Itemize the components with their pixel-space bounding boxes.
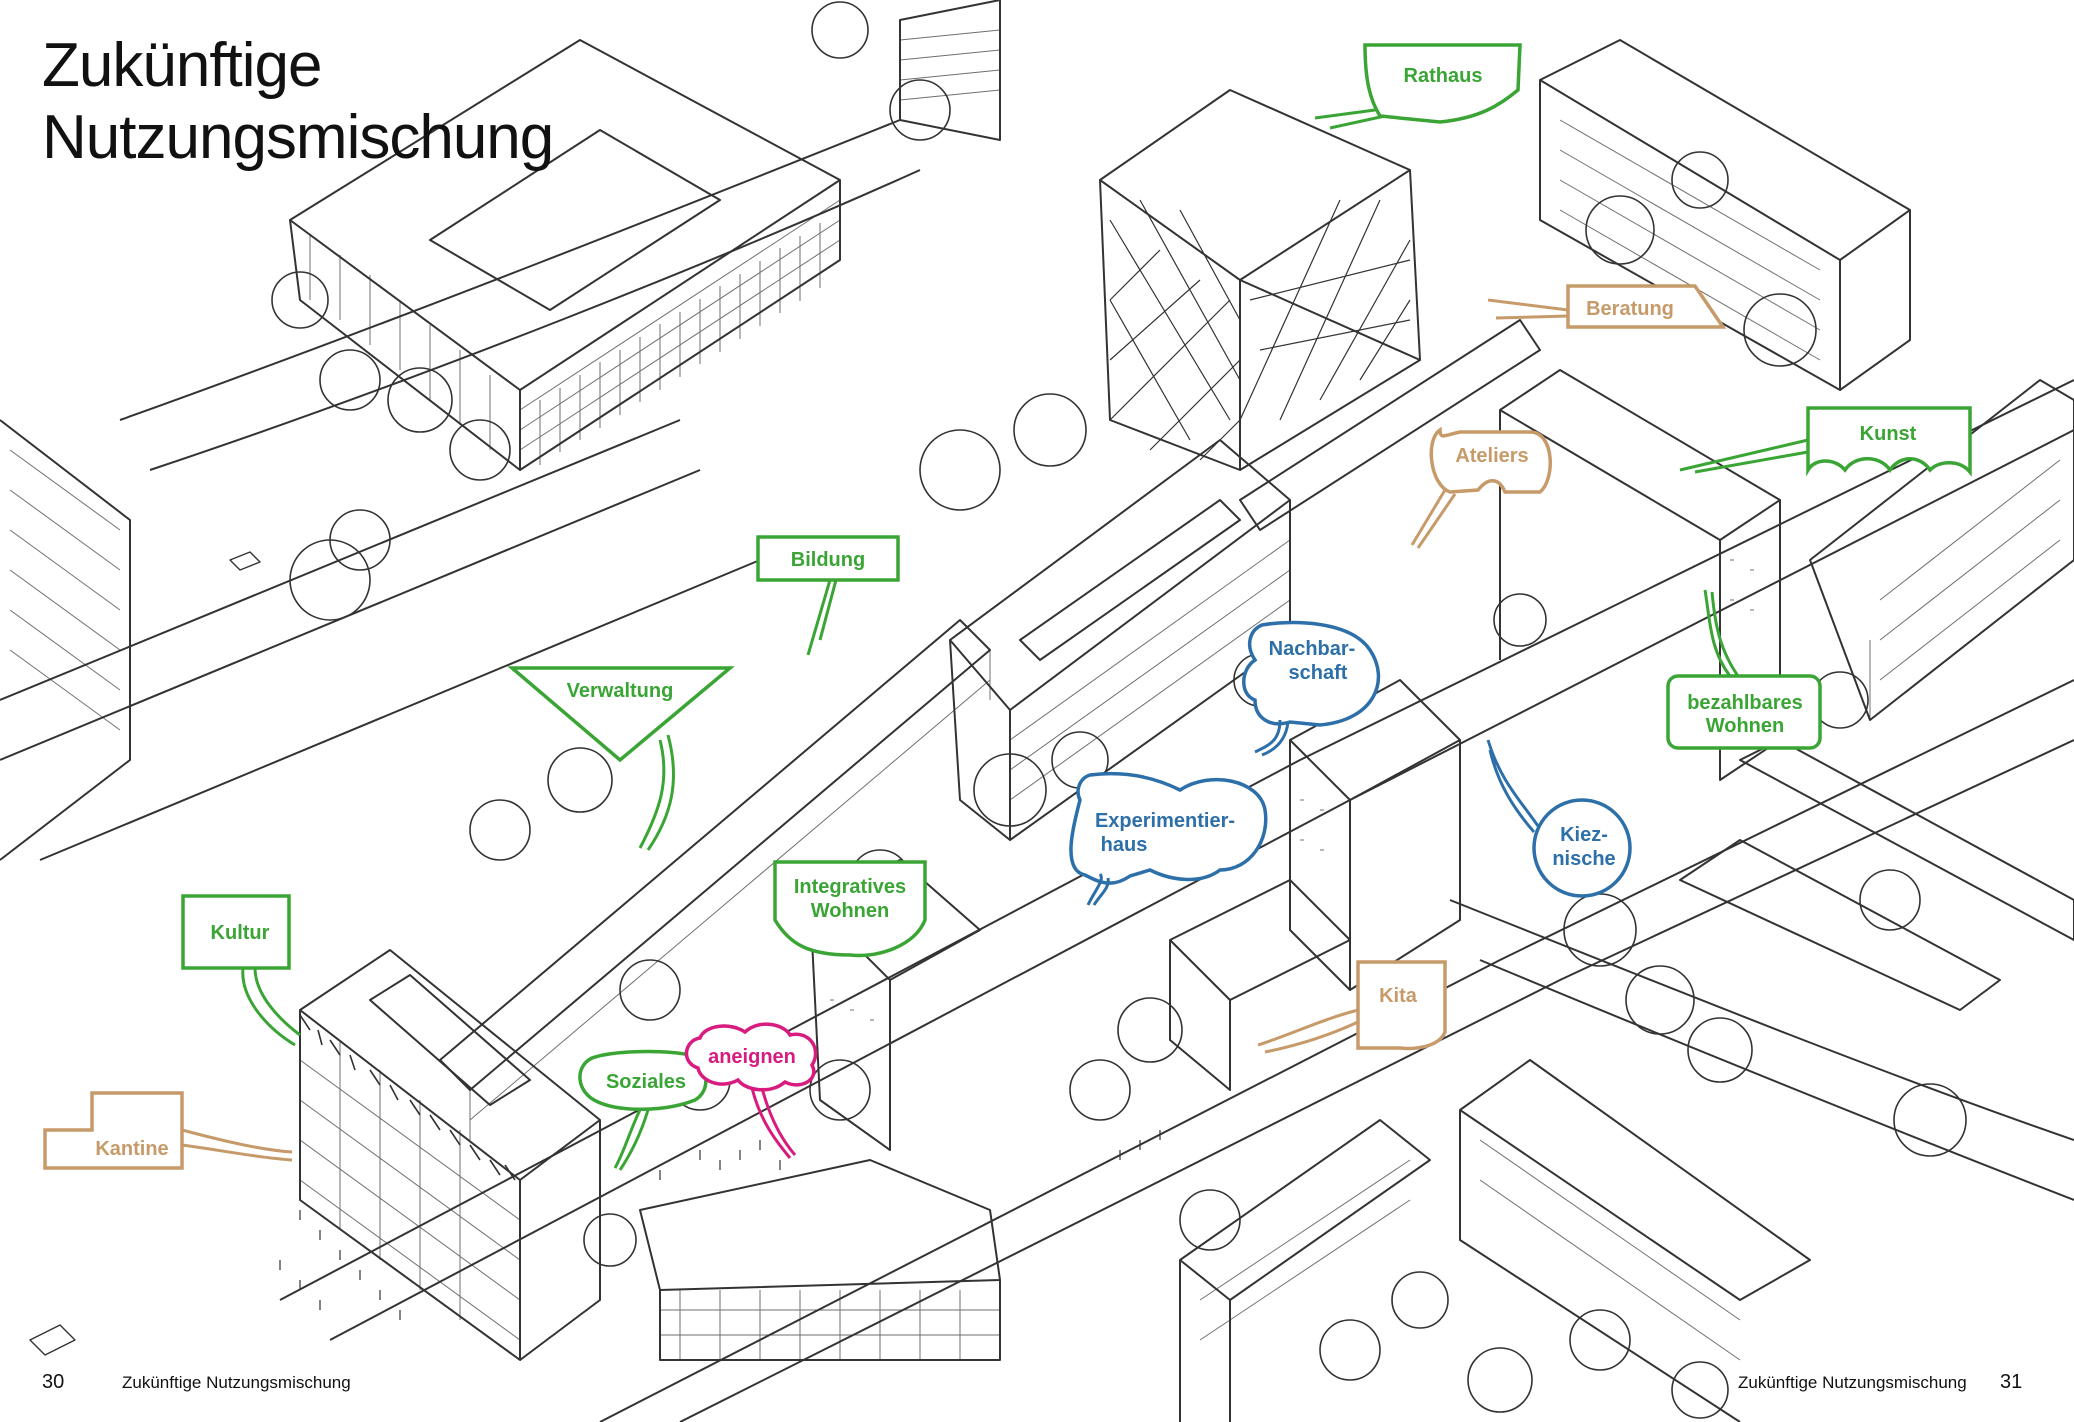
label-kieznische-1: Kiez- xyxy=(1560,824,1608,846)
building-top-left xyxy=(289,39,841,471)
building-right-slab xyxy=(1809,379,2074,721)
callout-beratung[interactable]: Beratung xyxy=(1487,284,1727,329)
building-lower-right xyxy=(1179,739,2074,1422)
label-integratives-2: Wohnen xyxy=(811,900,890,922)
building-haus-der-statistik xyxy=(299,949,601,1361)
label-nachbarschaft-2: schaft xyxy=(1289,662,1348,684)
label-kantine: Kantine xyxy=(95,1138,168,1160)
callout-integratives-wohnen[interactable]: Integratives Wohnen xyxy=(773,860,927,958)
label-beratung: Beratung xyxy=(1586,298,1674,320)
building-top-center xyxy=(899,0,1001,141)
label-ateliers: Ateliers xyxy=(1455,445,1528,467)
road-diagonal-1 xyxy=(0,419,761,861)
label-experimentier-2: haus xyxy=(1101,834,1148,856)
label-kultur: Kultur xyxy=(211,922,270,944)
callout-rathaus[interactable]: Rathaus xyxy=(1314,43,1522,130)
callout-aneignen[interactable]: aneignen xyxy=(684,1022,818,1159)
facade-lettering xyxy=(299,1014,516,1181)
page-title: Zukünftige Nutzungsmischung xyxy=(42,30,554,174)
callout-nachbarschaft[interactable]: Nachbar- schaft xyxy=(1242,620,1381,757)
label-aneignen: aneignen xyxy=(708,1046,796,1068)
callout-ateliers[interactable]: Ateliers xyxy=(1410,426,1552,549)
label-nachbarschaft-1: Nachbar- xyxy=(1269,638,1356,660)
label-kieznische-2: nische xyxy=(1552,848,1615,870)
people xyxy=(279,1130,1161,1320)
callout-kunst[interactable]: Kunst xyxy=(1679,406,1972,477)
page-number-left: 30 xyxy=(42,1371,65,1393)
label-experimentier-1: Experimentier- xyxy=(1095,810,1235,832)
building-pavilion xyxy=(639,1159,1001,1361)
label-rathaus: Rathaus xyxy=(1404,65,1483,87)
label-bildung: Bildung xyxy=(791,549,865,571)
page-number-right: 31 xyxy=(2000,1371,2023,1393)
callout-kantine[interactable]: Kantine xyxy=(43,1091,293,1170)
label-integratives-1: Integratives xyxy=(794,876,906,898)
label-kunst: Kunst xyxy=(1860,423,1917,445)
callout-bezahlbares-wohnen[interactable]: bezahlbares Wohnen xyxy=(1666,589,1822,750)
label-bezahlbares-2: Wohnen xyxy=(1706,715,1785,737)
label-verwaltung: Verwaltung xyxy=(567,680,674,702)
callout-experimentierhaus[interactable]: Experimentier- haus xyxy=(1069,771,1268,906)
label-soziales: Soziales xyxy=(606,1071,686,1093)
road-curve-right xyxy=(1449,899,2074,1201)
building-top-right xyxy=(1539,39,1911,391)
label-kita: Kita xyxy=(1379,985,1418,1007)
callout-verwaltung[interactable]: Verwaltung xyxy=(507,666,735,851)
footer-title-right: Zukünftige Nutzungsmischung xyxy=(1738,1373,1967,1392)
footer-title-left: Zukünftige Nutzungsmischung xyxy=(122,1373,351,1392)
cars xyxy=(29,551,261,1356)
callout-bildung[interactable]: Bildung xyxy=(756,535,900,656)
callout-kita[interactable]: Kita xyxy=(1257,960,1447,1054)
page-title-line-1: Zukünftige xyxy=(42,31,323,100)
callout-kultur[interactable]: Kultur xyxy=(181,894,301,1047)
road-diagonal-3 xyxy=(599,679,2074,1422)
building-left-edge xyxy=(0,419,131,861)
label-bezahlbares-1: bezahlbares xyxy=(1687,692,1803,714)
callout-kieznische[interactable]: Kiez- nische xyxy=(1486,739,1632,898)
callout-soziales[interactable]: Soziales xyxy=(578,1049,708,1171)
road-curve-top xyxy=(119,119,921,471)
page-title-line-2: Nutzungsmischung xyxy=(42,103,554,172)
building-rathaus-tower xyxy=(1099,89,1541,531)
